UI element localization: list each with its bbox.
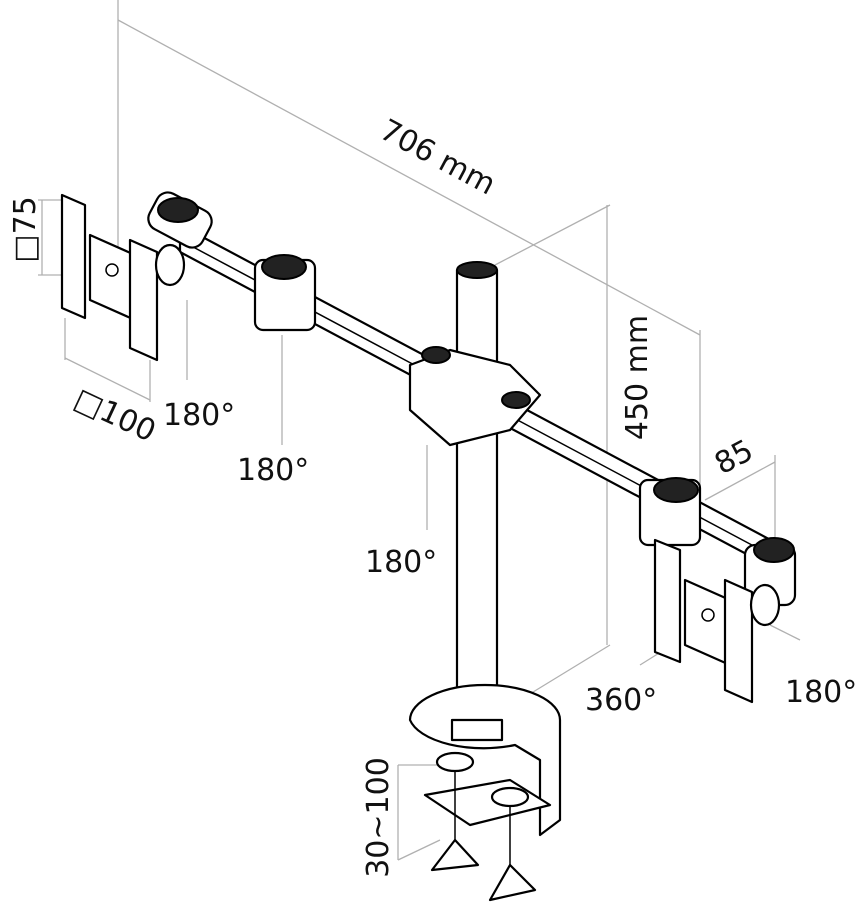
- rotation-label-left-arm: 180°: [237, 453, 310, 488]
- rotation-label-center: 180°: [365, 545, 438, 580]
- dimension-lines: [38, 0, 801, 861]
- height-dimension-label: 450 mm: [620, 314, 656, 441]
- desk-thickness-label: 30~100: [360, 757, 396, 878]
- right-vesa-head: [653, 538, 781, 704]
- rotation-label-base: 360°: [585, 683, 658, 718]
- rotation-label-left-head: 180°: [163, 398, 236, 433]
- pole: [408, 261, 542, 722]
- rotation-label-right-head: 180°: [785, 675, 858, 710]
- desk-clamp: [408, 683, 562, 902]
- vesa-75-label: □75: [7, 196, 43, 263]
- left-vesa-head: [60, 193, 186, 362]
